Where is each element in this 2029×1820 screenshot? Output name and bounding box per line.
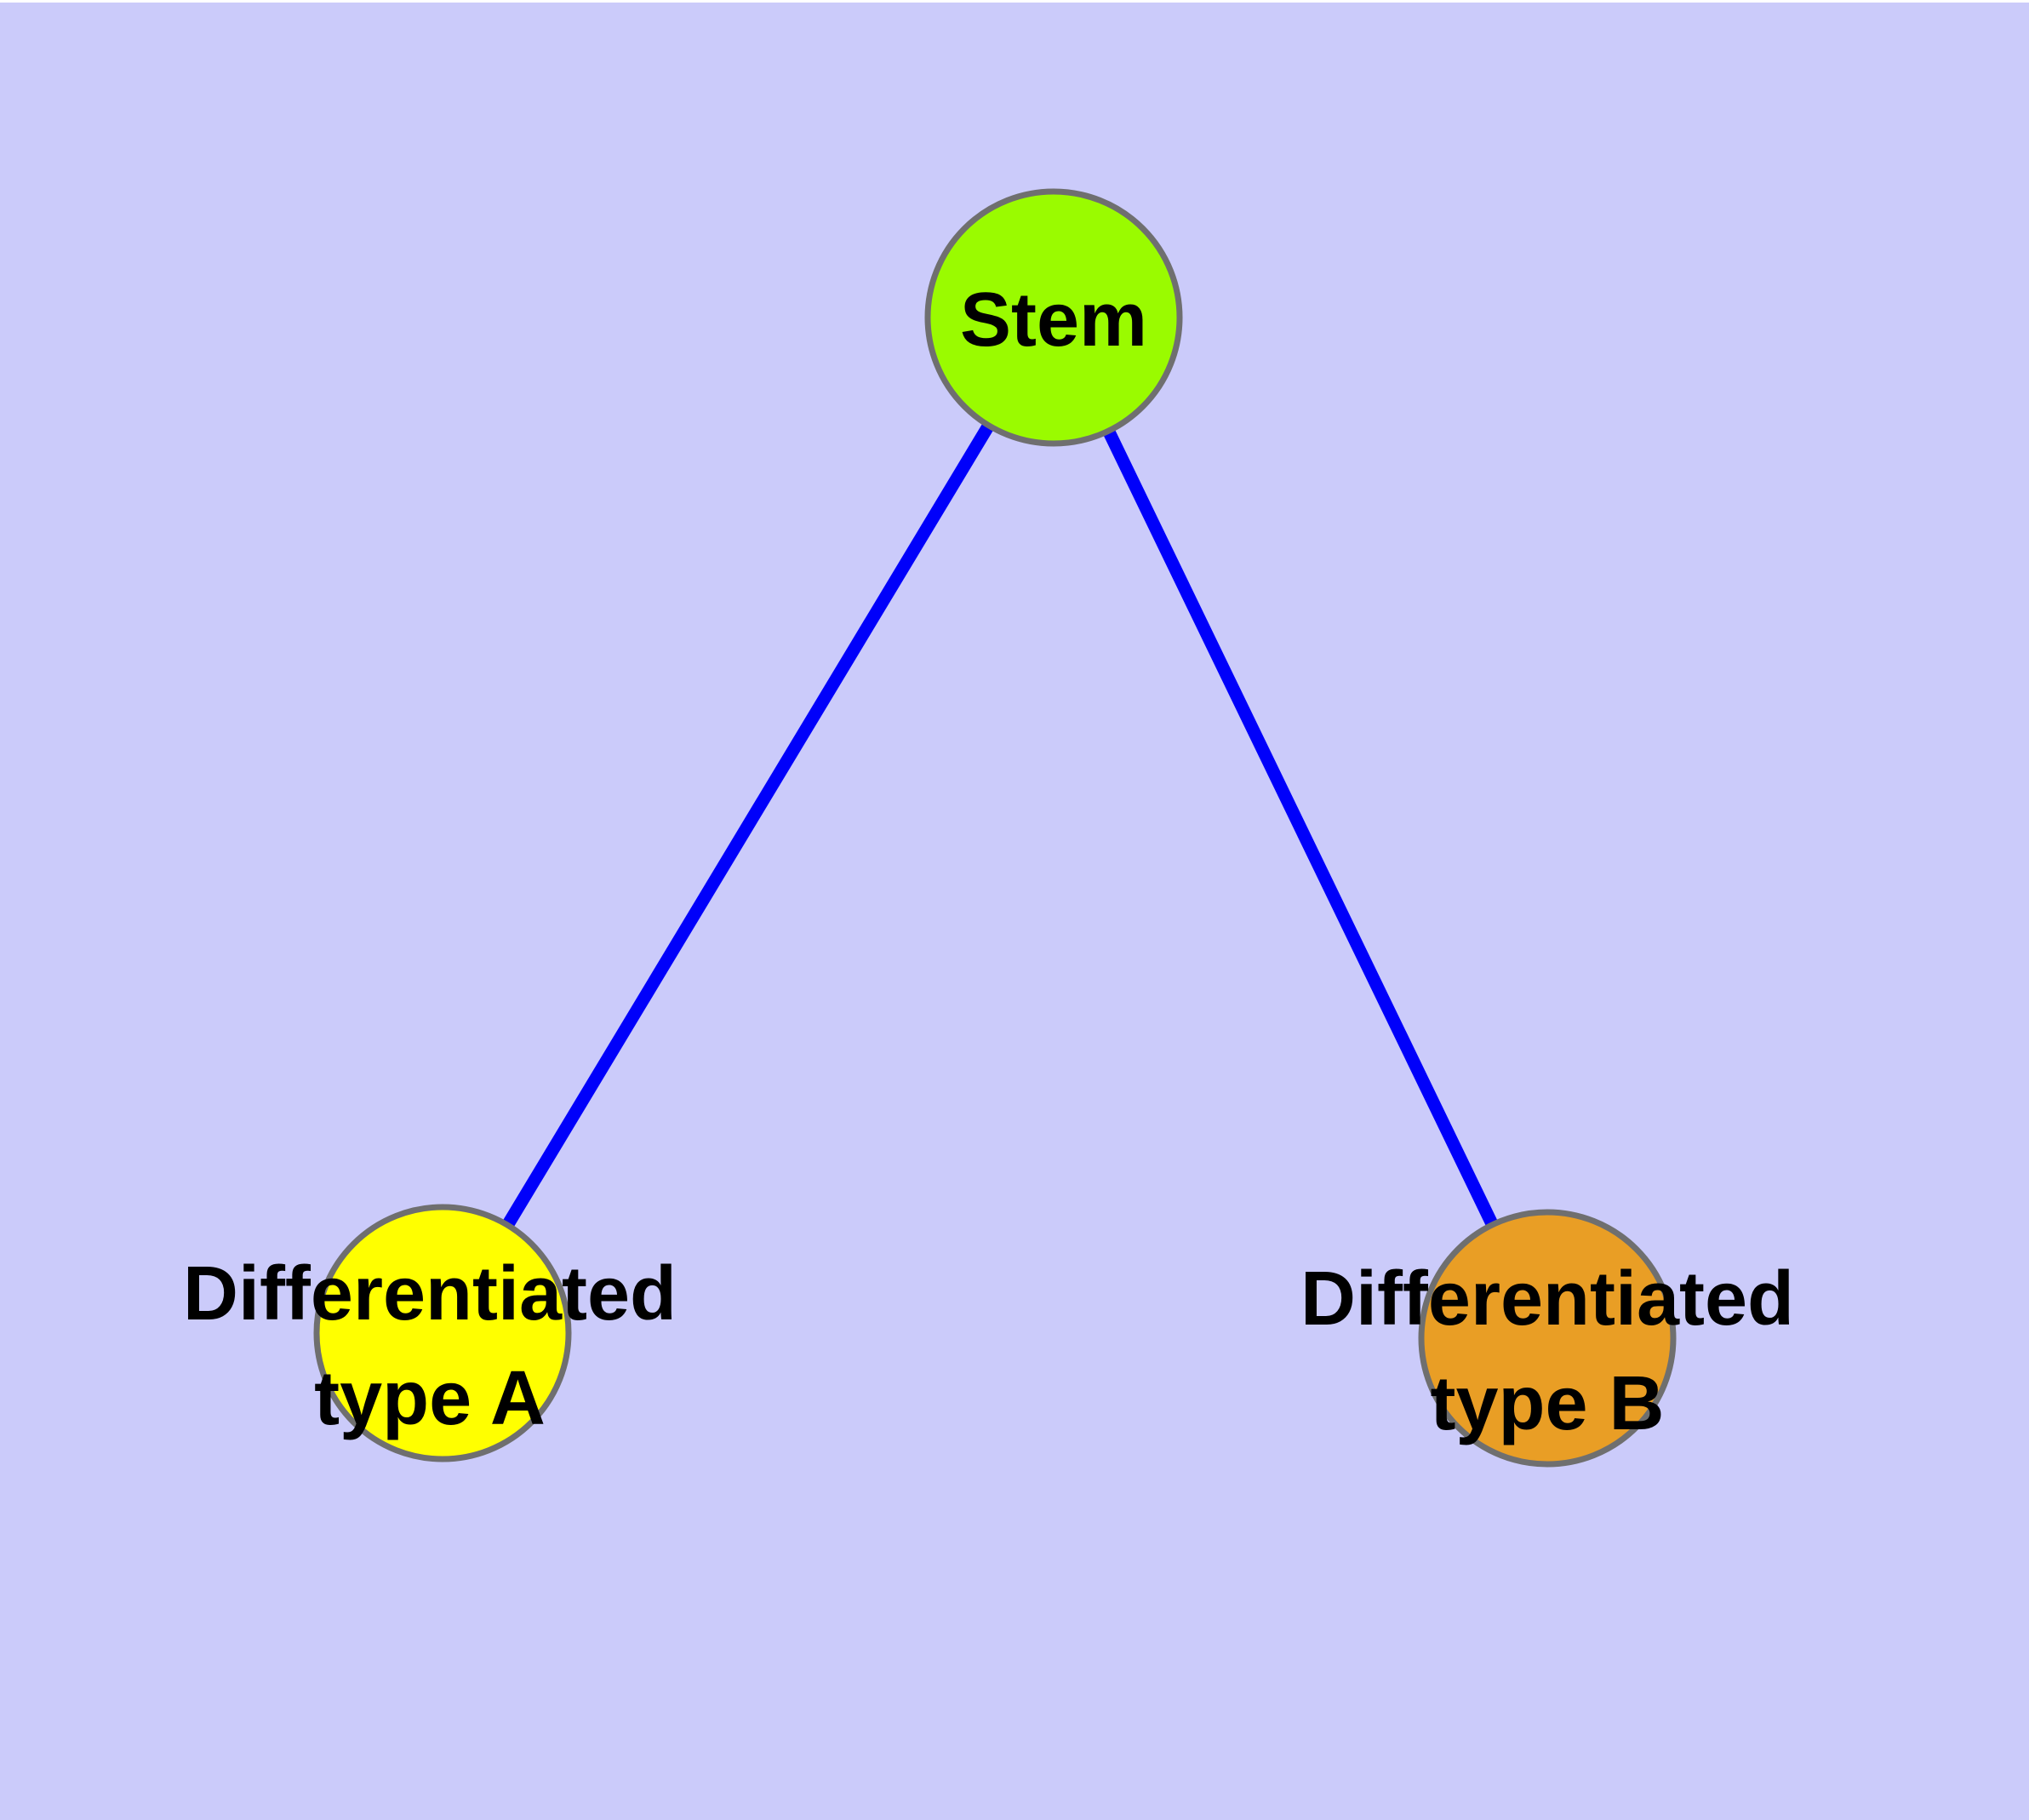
edges-layer: [437, 314, 1553, 1342]
node-label-line: Stem: [960, 278, 1147, 363]
node-stem: [924, 188, 1183, 447]
node-label-line: type A: [314, 1356, 546, 1441]
node-label-stem: Stem: [960, 278, 1147, 363]
node-label-differentiated-type-a: Differentiated type A: [183, 1251, 677, 1441]
node-label-line: Differentiated: [183, 1251, 677, 1336]
node-label-line: Differentiated: [1300, 1256, 1794, 1342]
node-differentiated-type-a: [313, 1204, 572, 1462]
edge-stem-to-differentiated-type-b: [1048, 314, 1553, 1342]
edge-stem-to-differentiated-type-a: [437, 314, 1060, 1336]
node-differentiated-type-b: [1418, 1209, 1677, 1468]
node-label-differentiated-type-b: Differentiated type B: [1300, 1256, 1794, 1446]
node-label-line: type B: [1430, 1361, 1664, 1446]
top-margin-strip: [0, 0, 2029, 3]
